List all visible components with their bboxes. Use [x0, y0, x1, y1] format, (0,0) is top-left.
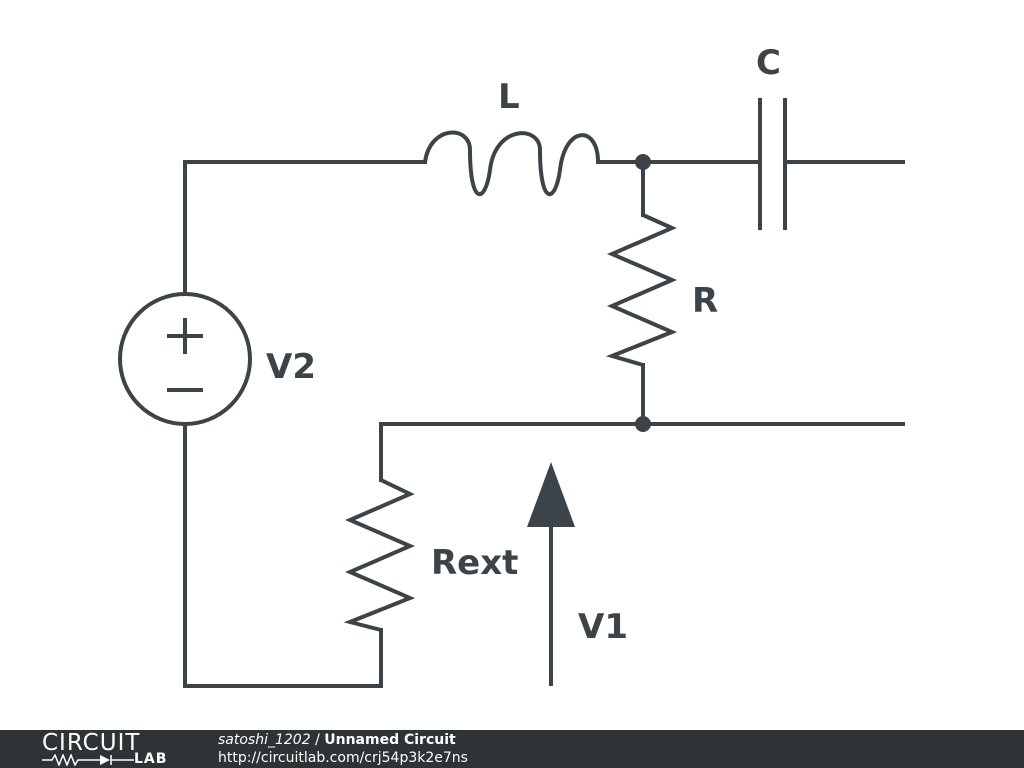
arrow-head — [527, 462, 575, 527]
logo-waveform-icon — [42, 754, 134, 766]
label-inductor: L — [498, 77, 520, 117]
external-resistor-symbol — [343, 478, 416, 632]
circuit-title[interactable]: Unnamed Circuit — [324, 732, 456, 748]
logo-text-circuit: CIRCUIT — [42, 730, 141, 756]
circuitlab-logo[interactable]: CIRCUIT LAB — [14, 730, 204, 768]
footer-bar: CIRCUIT LAB satoshi_1202 / Unnamed Circu… — [0, 730, 1024, 768]
voltage-source-symbol — [118, 292, 252, 426]
logo-text-lab: LAB — [134, 751, 168, 767]
title-separator: / — [310, 732, 325, 748]
inductor-symbol — [423, 130, 600, 197]
capacitor-symbol — [758, 98, 787, 230]
label-capacitor: C — [756, 43, 781, 83]
junction-mid — [635, 416, 651, 432]
resistor-symbol — [605, 213, 678, 367]
voltage-arrow — [527, 462, 575, 686]
wire-left-lower — [183, 424, 383, 688]
author-link[interactable]: satoshi_1202 — [218, 732, 311, 748]
circuit-schematic: L C R V2 Rext V1 — [118, 43, 905, 688]
label-external-resistor: Rext — [431, 543, 518, 583]
label-resistor: R — [692, 281, 718, 321]
circuit-meta: satoshi_1202 / Unnamed Circuit http://ci… — [218, 731, 468, 767]
label-voltage-source: V2 — [266, 347, 316, 387]
junction-top — [635, 154, 651, 170]
circuit-title-line: satoshi_1202 / Unnamed Circuit — [218, 731, 468, 749]
circuit-url[interactable]: http://circuitlab.com/crj54p3k2e7ns — [218, 750, 468, 766]
label-voltage-arrow: V1 — [578, 607, 628, 647]
